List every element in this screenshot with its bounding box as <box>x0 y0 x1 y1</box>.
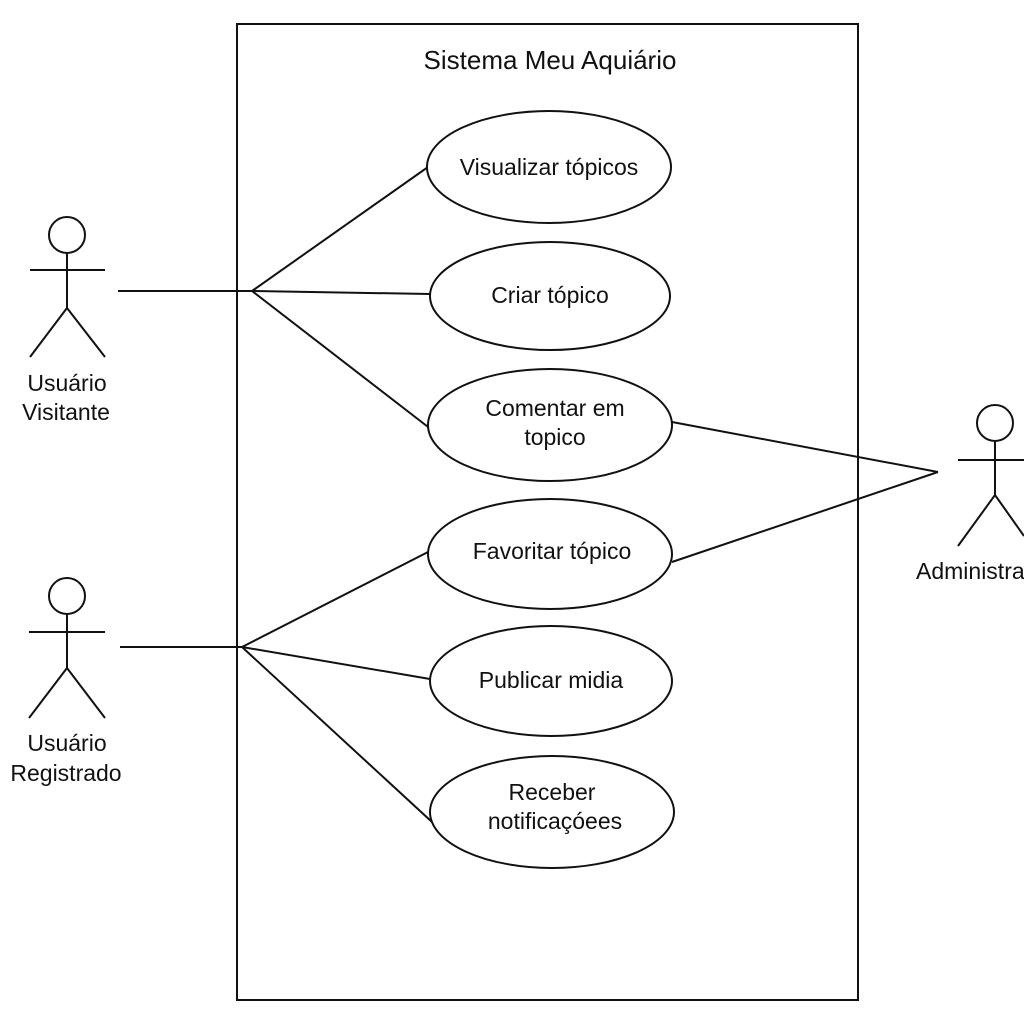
use-case-label: Favoritar tópico <box>473 538 632 564</box>
association-registrado-publicar <box>241 646 431 680</box>
use-case-receber: Receber notificaçóees <box>429 755 675 869</box>
association-visitante-criar <box>251 290 431 295</box>
association-visitante-comentar <box>251 290 433 431</box>
use-case-visualizar: Visualizar tópicos <box>426 110 672 224</box>
actor-figure-icon <box>28 577 106 719</box>
system-boundary <box>236 23 859 1001</box>
actor-visitante: Usuário Visitante <box>22 216 110 425</box>
actor-label-line-1: Usuário <box>27 370 106 396</box>
associations-registrado <box>120 550 433 823</box>
actor-label: Administrador <box>916 558 1024 584</box>
actor-figure-icon <box>957 404 1024 547</box>
use-case-ellipse <box>429 755 675 869</box>
use-case-label-line-2: notificaçóees <box>488 808 622 834</box>
associations-visitante <box>118 166 433 431</box>
actor-figure-icon <box>29 216 106 358</box>
association-administrador-favoritar <box>671 471 939 563</box>
association-visitante-visualizar <box>251 166 429 292</box>
use-case-ellipse <box>427 368 673 482</box>
use-case-comentar: Comentar em topico <box>427 368 673 482</box>
use-case-publicar: Publicar midia <box>429 625 673 737</box>
use-case-label-line-1: Comentar em <box>485 395 624 421</box>
use-case-ellipse <box>427 498 673 610</box>
use-case-ellipse <box>426 110 672 224</box>
use-case-label: Criar tópico <box>491 282 609 308</box>
system-title: Sistema Meu Aquiário <box>424 45 677 75</box>
association-administrador-comentar <box>671 421 939 473</box>
use-case-label: Visualizar tópicos <box>460 154 639 180</box>
use-case-label-line-1: Receber <box>509 779 596 805</box>
use-case-label-line-2: topico <box>524 424 585 450</box>
use-case-ellipse <box>429 625 673 737</box>
use-case-criar: Criar tópico <box>429 241 671 351</box>
association-registrado-favoritar <box>241 550 431 648</box>
associations-administrador <box>671 421 939 563</box>
use-case-favoritar: Favoritar tópico <box>427 498 673 610</box>
use-case-ellipse <box>429 241 671 351</box>
actor-administrador: Administrador <box>916 404 1024 584</box>
actor-label-line-2: Registrado <box>10 760 121 786</box>
actor-registrado: Usuário Registrado <box>10 577 122 786</box>
use-case-label: Publicar midia <box>479 667 624 693</box>
actor-label-line-2: Visitante <box>22 399 110 425</box>
association-registrado-receber <box>241 646 433 823</box>
actor-label-line-1: Usuário <box>27 730 106 756</box>
